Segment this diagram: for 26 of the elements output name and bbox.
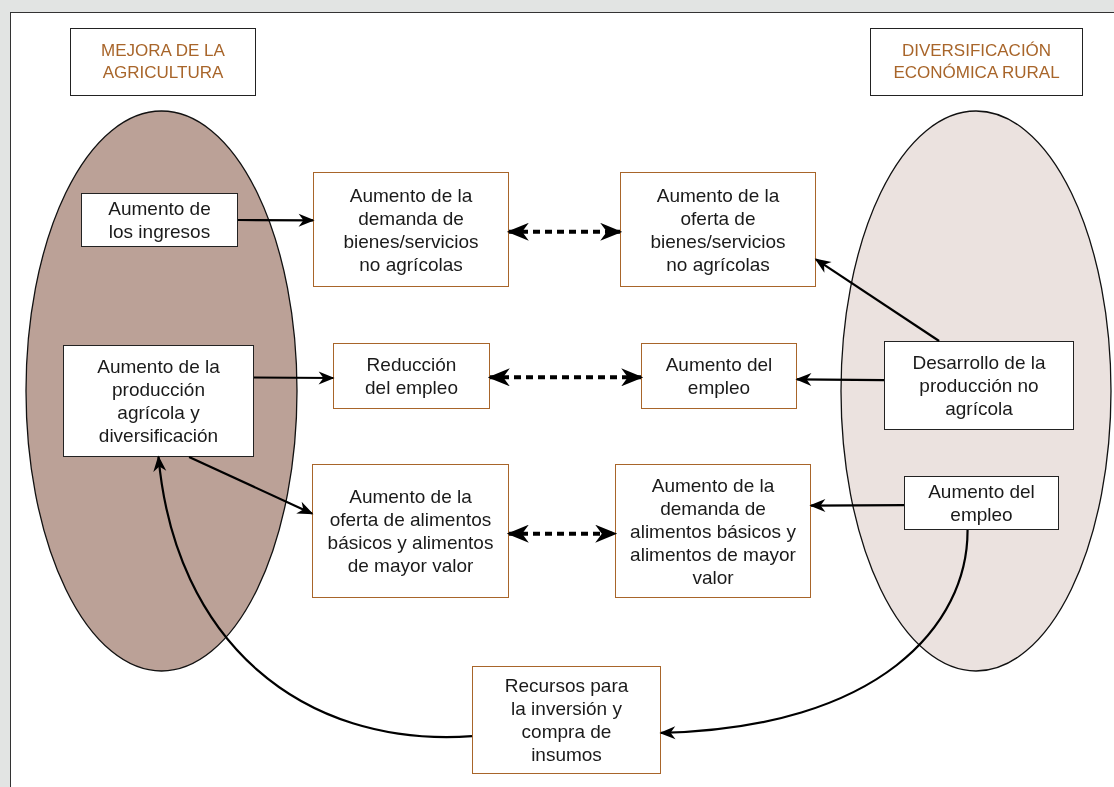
process-box: Desarrollo de la producción no agrícola: [884, 341, 1074, 430]
arrow: [814, 258, 940, 342]
process-box: Aumento del empleo: [641, 343, 797, 409]
arrow: [507, 524, 617, 543]
arrow: [254, 371, 335, 385]
process-box: Aumento de la demanda de alimentos básicos y alimentos de mayor valor: [615, 464, 811, 598]
arrow: [659, 529, 969, 739]
process-box: Aumento de la producción agrícola y diversificación: [63, 345, 254, 457]
process-box: Aumento de la demanda de bienes/servicios no agrícolas: [313, 172, 509, 287]
process-box: Aumento del empleo: [904, 476, 1059, 530]
arrow: [238, 213, 315, 227]
arrow: [188, 456, 314, 515]
heading-box: MEJORA DE LA AGRICULTURA: [70, 28, 256, 96]
process-box: Aumento de la oferta de bienes/servicios no agrícolas: [620, 172, 816, 287]
arrow: [795, 372, 884, 386]
process-box: Aumento de los ingresos: [81, 193, 238, 247]
arrow: [507, 222, 622, 241]
arrow: [488, 368, 643, 387]
arrow: [809, 499, 904, 512]
arrow: [153, 455, 472, 738]
heading-box: DIVERSIFICACIÓN ECONÓMICA RURAL: [870, 28, 1083, 96]
process-box: Recursos para la inversión y compra de insumos: [472, 666, 661, 774]
ellipse-region: [25, 110, 298, 672]
process-box: Reducción del empleo: [333, 343, 490, 409]
ellipse-region: [840, 110, 1112, 672]
process-box: Aumento de la oferta de alimentos básicos y alimentos de mayor valor: [312, 464, 509, 598]
